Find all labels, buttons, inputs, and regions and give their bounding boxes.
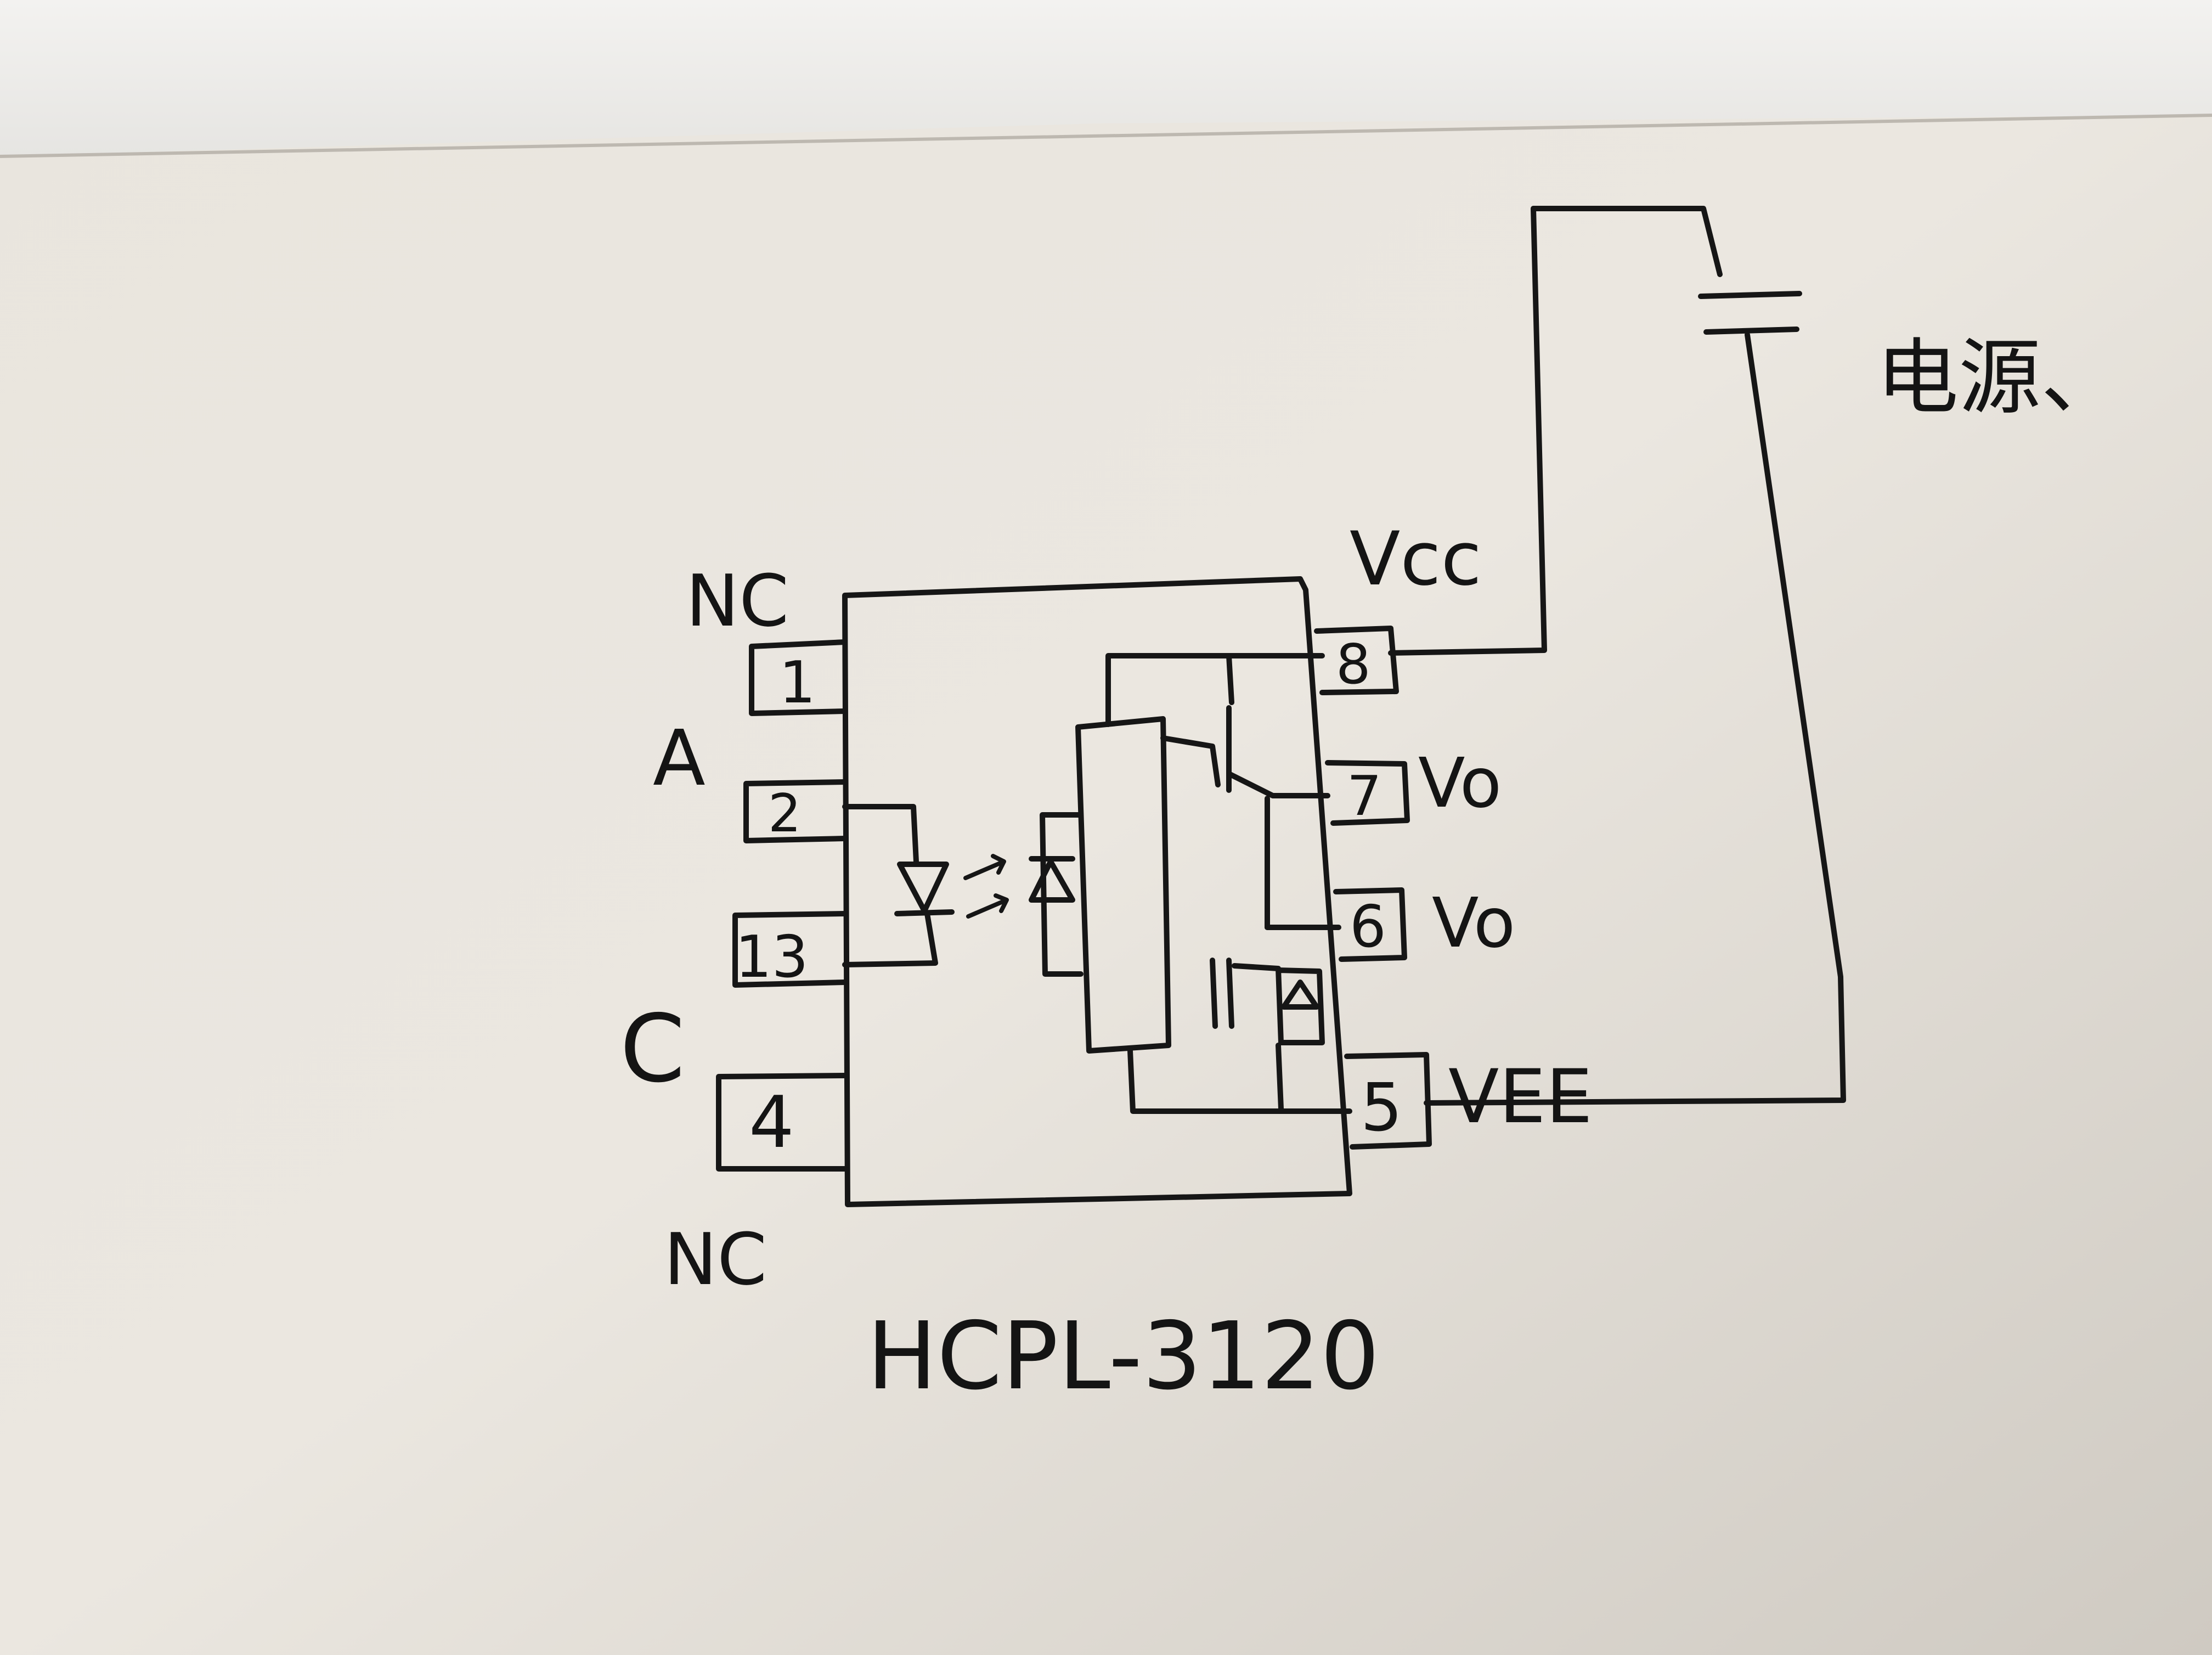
chip-body (842, 576, 1352, 1207)
output-stage (1105, 653, 1341, 1111)
part-number-label: HCPL-3120 (867, 1302, 1380, 1411)
pin-8-label: Vcc (1350, 516, 1482, 602)
power-source-label: 电源、 (1876, 330, 2123, 426)
pin-13-box (732, 911, 848, 988)
pin-5-box (1344, 1052, 1432, 1150)
photodiode (1029, 812, 1084, 977)
pin-1-label: NC (686, 559, 789, 643)
pin-8-number: 8 (1336, 632, 1371, 696)
pin-1-number: 1 (779, 649, 816, 716)
pin-4-box (716, 1073, 848, 1172)
pin-2-number: 2 (768, 784, 801, 844)
power-loop (1388, 206, 1846, 1106)
pin-7-number: 7 (1347, 764, 1382, 828)
pin-2-label: A (653, 714, 706, 803)
amplifier-block (1075, 716, 1171, 1054)
pin-5-label: VEE (1448, 1054, 1593, 1140)
pin-4-label: C (620, 995, 685, 1104)
pin-5-number: 5 (1361, 1070, 1402, 1146)
pin-1-box (749, 639, 848, 716)
input-led (842, 804, 1009, 967)
vee-rail (1127, 1048, 1352, 1114)
back-sheet (0, 0, 2212, 156)
pin-8-box (1314, 626, 1399, 695)
pin-6-label: Vo (1432, 883, 1515, 963)
pin-6-box (1333, 887, 1407, 962)
pin-7-label: Vo (1418, 744, 1502, 823)
bottom-left-label: NC (664, 1218, 767, 1301)
pin-4-number: 4 (749, 1080, 794, 1164)
sheet-edge (0, 114, 2212, 158)
pin-7-box (1325, 760, 1410, 826)
pin-2-box (743, 779, 848, 843)
pin-13-number: 13 (735, 924, 809, 990)
pin-6-number: 6 (1350, 893, 1386, 960)
